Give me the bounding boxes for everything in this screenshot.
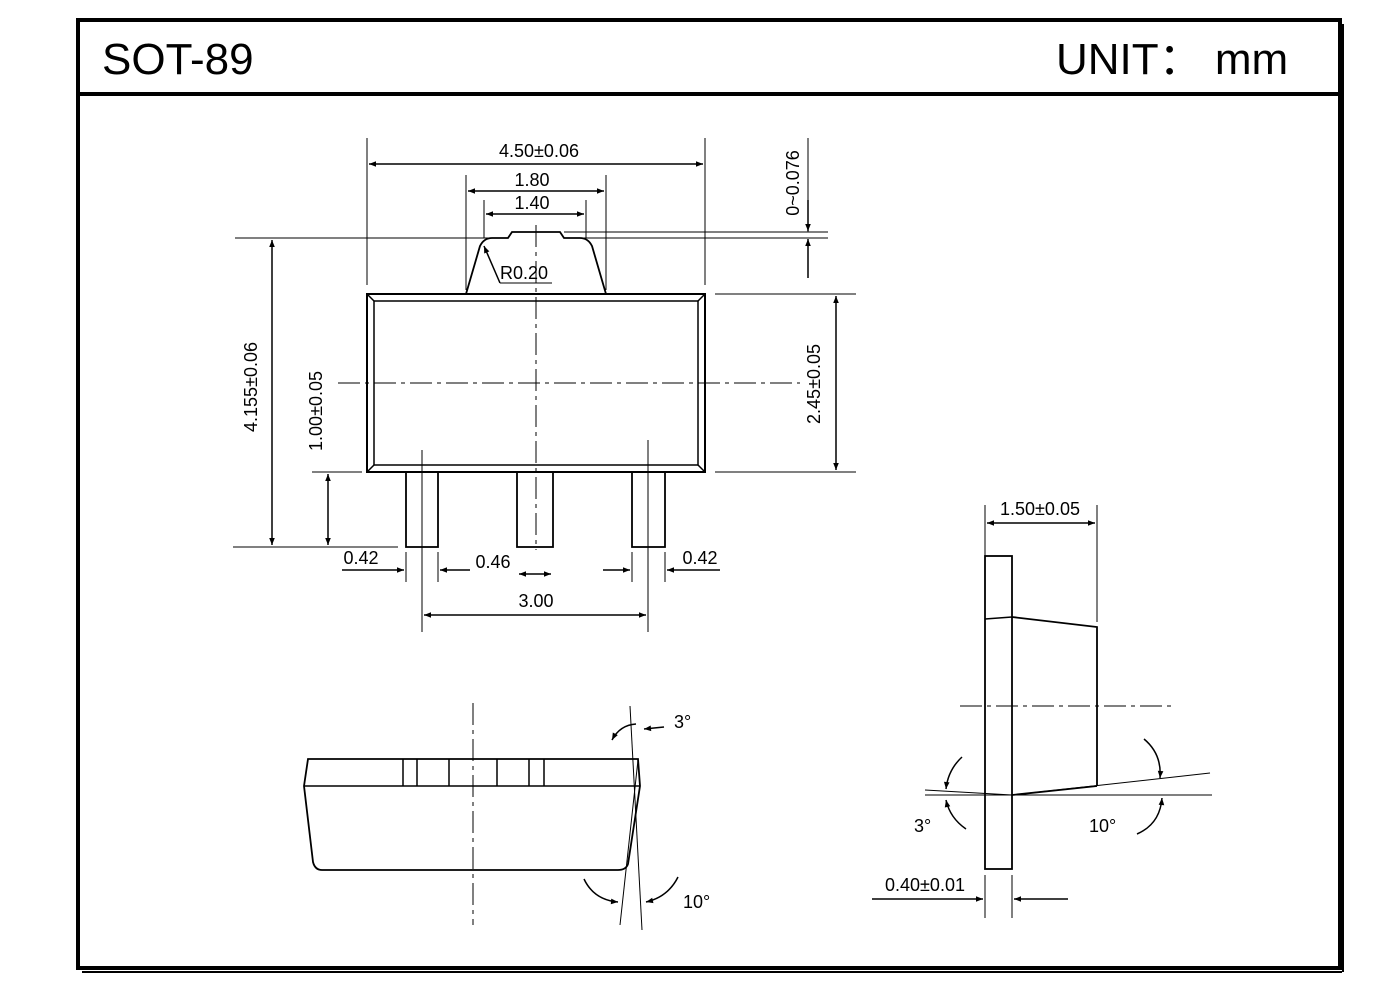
side-view [872,505,1212,918]
label-lead-left-width: 0.42 [343,548,378,568]
label-body-width: 2.45±0.05 [804,344,824,424]
lead-center [516,471,554,548]
label-tab-top-width: 1.80 [514,170,549,190]
label-tab-radius: R0.20 [500,263,548,283]
label-side-draft-left: 3° [914,816,931,836]
label-lead-center-width: 0.46 [475,552,510,572]
angle-arc-side-right-bottom [1136,797,1165,835]
label-front-draft-bottom: 10° [683,892,710,912]
side-view-labels: 1.50±0.05 0.40±0.01 3° 10° [885,499,1116,895]
label-body-thickness: 1.50±0.05 [1000,499,1080,519]
draft-ref-line-top [629,705,643,931]
angle-arc-top [611,723,637,741]
side-view-lead [984,555,1013,870]
front-view-body [303,758,641,871]
angle-arc-side-right-top [1143,738,1164,779]
label-body-length: 4.50±0.06 [499,141,579,161]
angle-arc-side-left-top [943,756,963,790]
front-view [303,703,679,931]
front-view-labels: 3° 10° [674,712,710,912]
leader-radius [483,245,501,284]
label-lead-pitch: 3.00 [518,591,553,611]
package-title: SOT-89 [102,35,254,84]
side-view-body [1011,616,1098,786]
angle-arc-side-left-bottom [944,799,967,830]
label-total-height: 4.155±0.06 [241,342,261,432]
title-block-frame [76,18,1344,973]
top-view-labels: 4.50±0.06 1.80 1.40 R0.20 0~0.076 4.155±… [241,141,824,611]
draft-ref-line-bottom [619,759,639,926]
label-lead-thickness: 0.40±0.01 [885,875,965,895]
label-lead-right-width: 0.42 [682,548,717,568]
label-lead-length: 1.00±0.05 [306,371,326,451]
label-tab-offset: 0~0.076 [783,150,803,216]
label-tab-flat-width: 1.40 [514,193,549,213]
label-front-draft-top: 3° [674,712,691,732]
top-view [233,138,856,632]
angle-arc-bottom [583,878,619,905]
label-side-draft-right: 10° [1089,816,1116,836]
unit-label: UNIT： mm [1056,35,1289,84]
